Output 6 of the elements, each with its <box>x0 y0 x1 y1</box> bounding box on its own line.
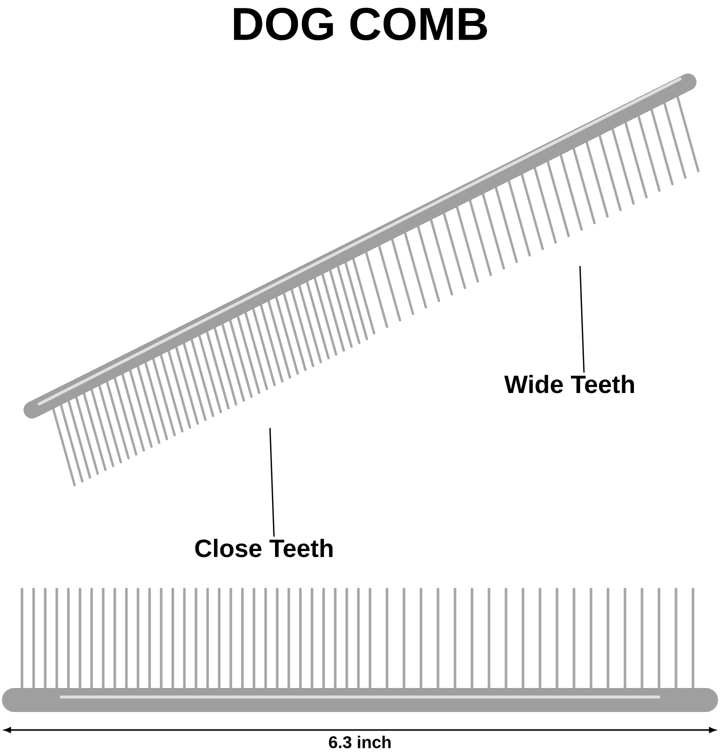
title: DOG COMB <box>234 8 487 40</box>
leader-line <box>579 266 585 373</box>
callout-label: Wide Teeth <box>504 374 634 394</box>
callout-label: Close Teeth <box>195 538 332 558</box>
dimension-label: 6.3 inch <box>326 734 394 750</box>
leader-line <box>269 428 275 537</box>
